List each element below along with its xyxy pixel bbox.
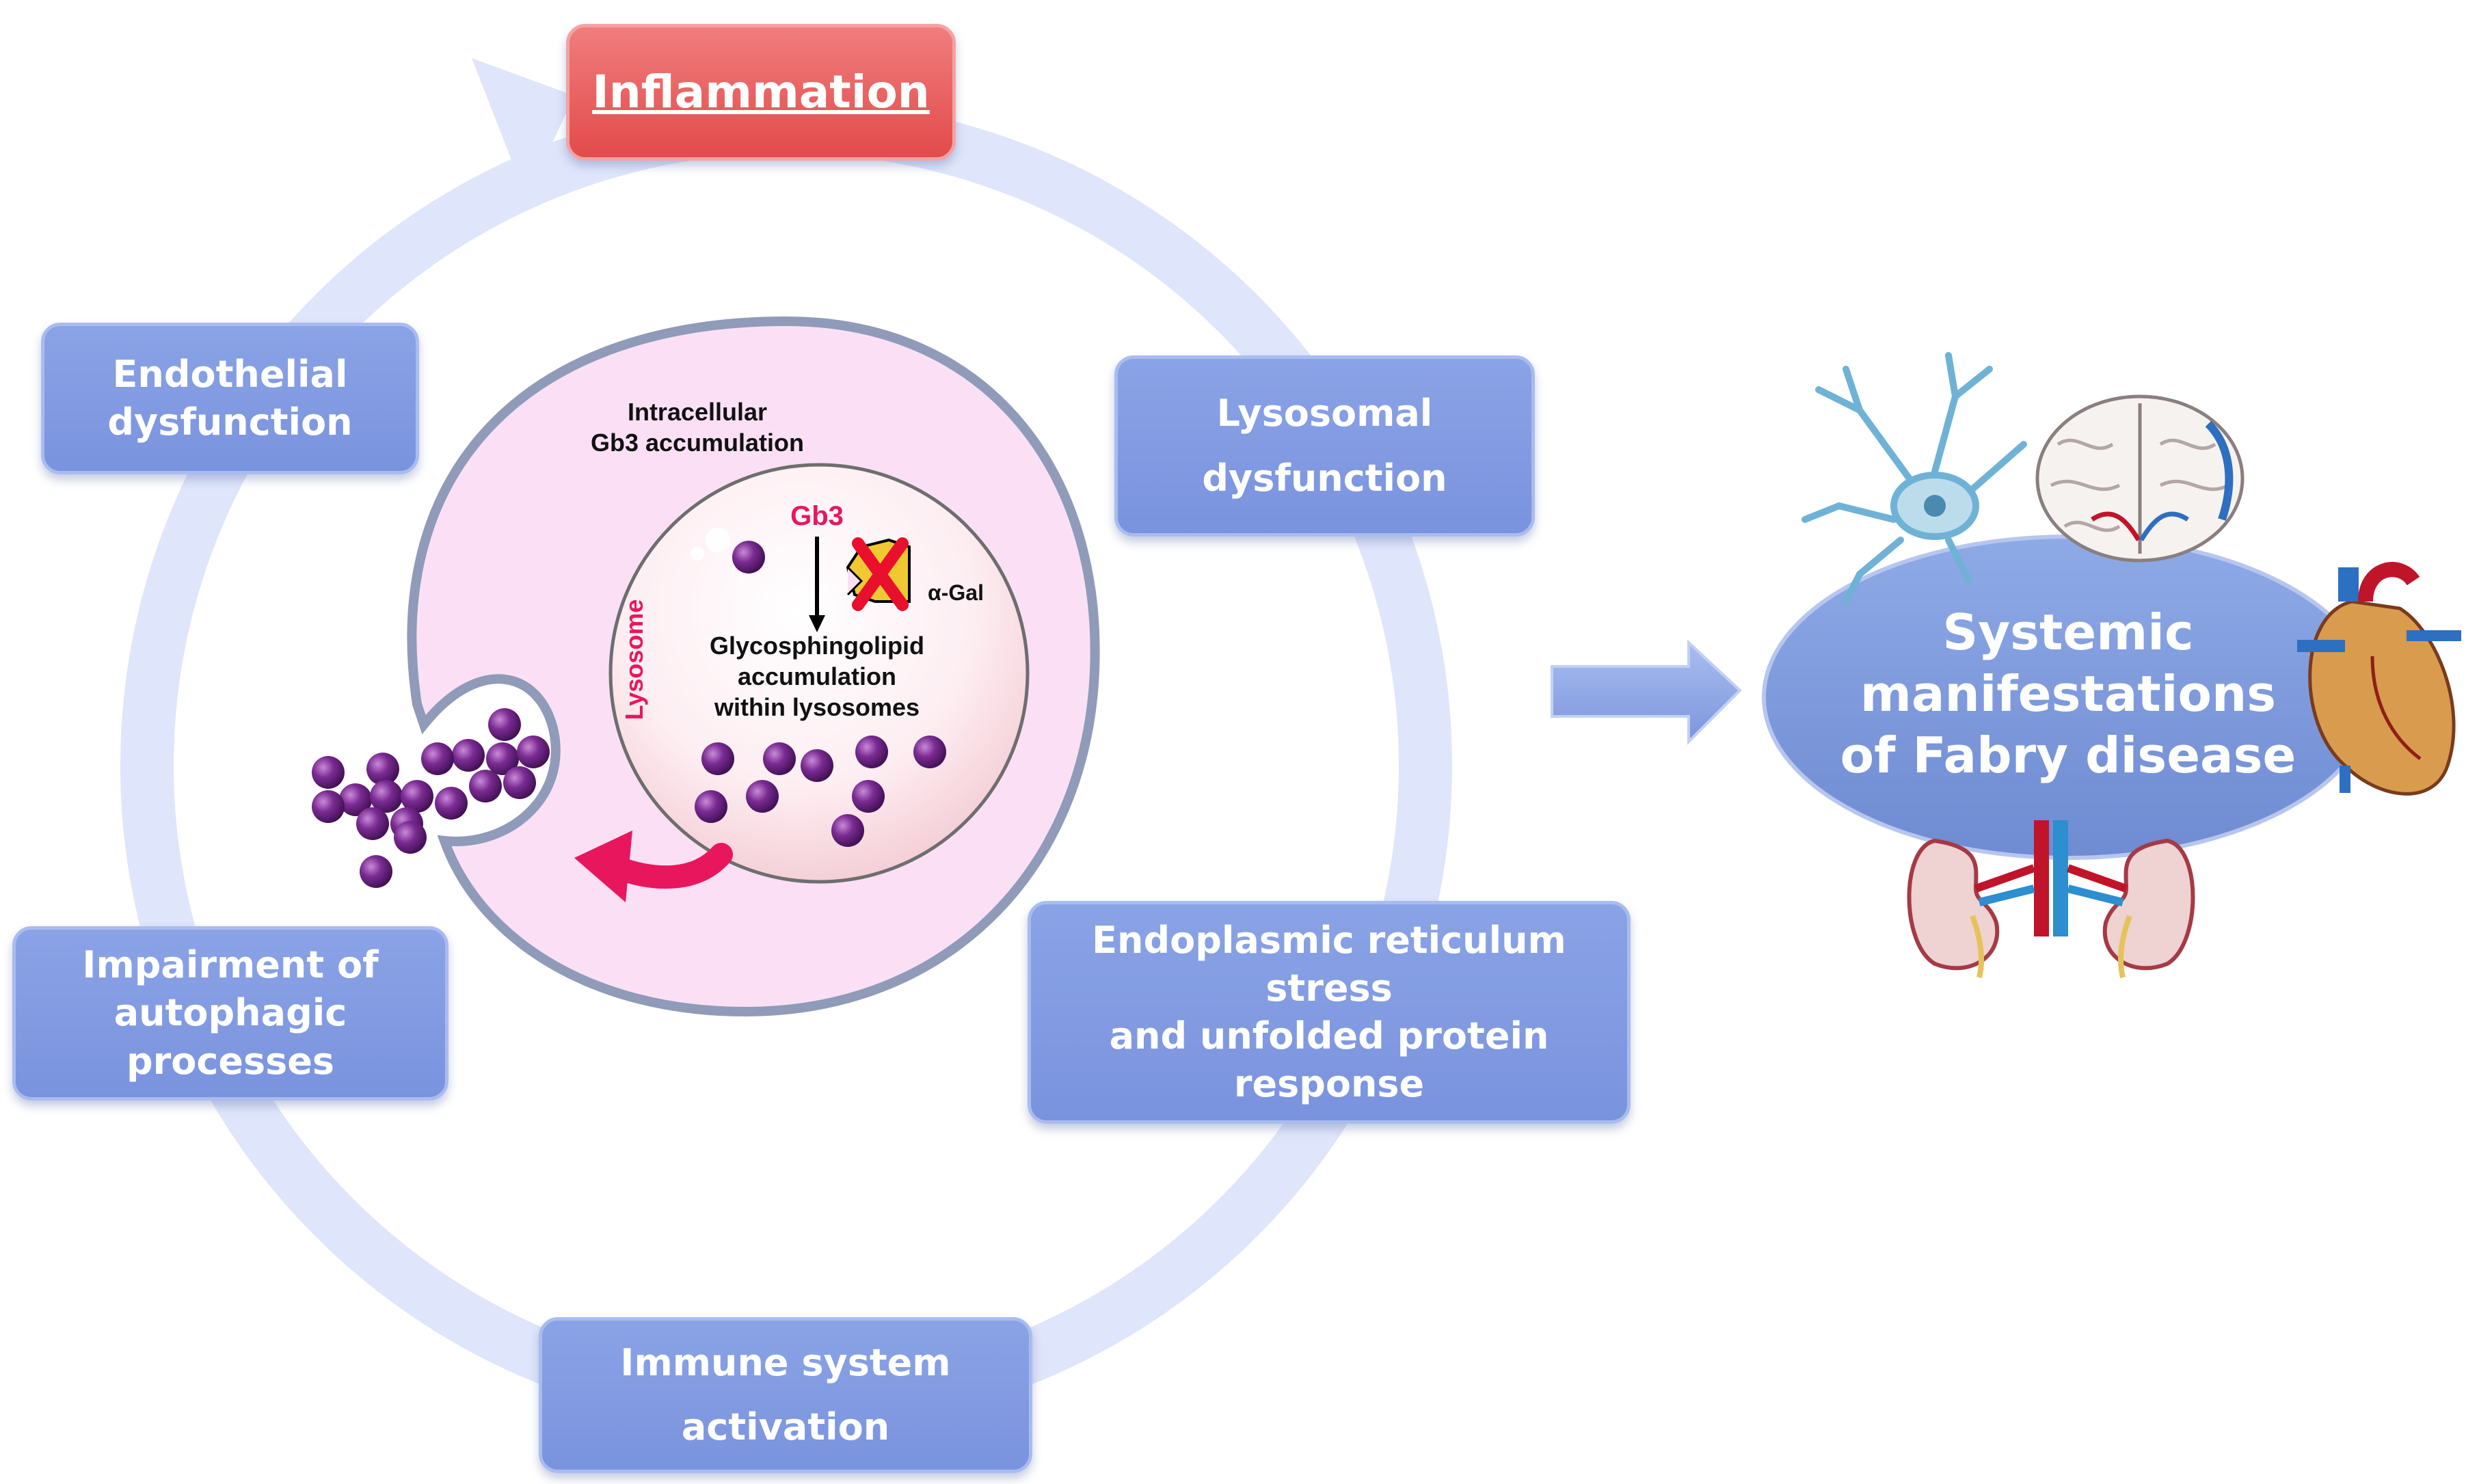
systemic-line-3: of Fabry disease [1840,727,2296,784]
endothelial-line-2: dysfunction [107,401,353,444]
cell-title-line-1: Intracellular [628,398,767,426]
endothelial-line-1: Endothelial [112,352,348,396]
gb3-particle [732,541,765,574]
gb3-particle [401,780,433,813]
gb3-particle [312,756,345,789]
systemic-manifestations-label: Systemic manifestations of Fabry disease [1767,543,2369,844]
gb3-particles [312,541,946,888]
gb3-particle [486,742,519,775]
kidneys-icon [1907,820,2195,978]
heart-icon [2297,562,2461,796]
immune-activation-box: Immune system activation [539,1317,1032,1473]
gb3-particle [421,742,454,775]
gb3-particle [746,780,779,813]
inflammation-box: Inflammation [566,24,956,161]
gb3-particle [695,790,727,823]
gb3-particle [503,766,536,799]
autophagy-box: Impairment of autophagic processes [12,926,448,1101]
gb3-label: Gb3 [790,501,844,531]
gb3-particle [360,855,392,888]
er-stress-line-1: Endoplasmic reticulum stress [1092,918,1566,1010]
enzyme-label: α-Gal [928,580,984,605]
gb3-particle [488,708,521,741]
conversion-arrowhead [809,615,825,632]
systemic-line-1: Systemic [1942,604,2194,661]
er-stress-line-2: and unfolded protein response [1109,1014,1549,1106]
brain-icon [2035,394,2244,563]
accumulation-line-1: Glycosphingolipid [710,632,924,660]
gb3-particle [452,739,485,772]
ring-arrowhead [472,58,574,198]
gb3-particle [394,821,427,854]
gb3-particle [356,807,389,840]
gb3-particle [517,736,550,768]
gb3-particle [852,780,885,813]
autophagy-line-2: autophagic processes [113,991,347,1083]
autophagy-line-1: Impairment of [82,943,379,987]
lysosomal-dysfunction-box: Lysosomal dysfunction [1114,355,1535,537]
gb3-particle [831,814,864,847]
gb3-particle [801,749,833,782]
gb3-particle [370,780,403,813]
er-stress-box: Endoplasmic reticulum stress and unfolde… [1028,901,1631,1124]
accumulation-line-3: within lysosomes [714,693,920,721]
gb3-particle [913,736,946,768]
immune-activation-line-2: activation [681,1405,890,1448]
accumulation-line-2: accumulation [738,662,896,690]
gb3-particle [763,742,796,775]
systemic-line-2: manifestations [1860,665,2277,723]
neuron-icon [1801,352,2027,605]
gb3-particle [366,753,399,785]
lysosomal-dysfunction-line-2: dysfunction [1202,456,1447,500]
right-arrow-icon [1551,639,1742,745]
gb3-particle [701,742,734,775]
gb3-particle [312,790,345,823]
exocytosis-arrow-icon [574,831,733,902]
enzyme-icon [846,537,911,611]
lysosome [608,463,1030,884]
inflammation-label: Inflammation [592,66,930,119]
gb3-particle [469,770,502,802]
gb3-particle [339,783,372,816]
endothelial-dysfunction-box: Endothelial dysfunction [41,323,419,474]
lysosome-label: Lysosome [620,599,648,720]
immune-activation-line-1: Immune system [620,1340,951,1384]
gb3-particle [435,787,468,820]
gb3-particle [855,736,888,768]
lysosomal-dysfunction-line-1: Lysosomal [1216,392,1433,435]
cell-title-line-2: Gb3 accumulation [591,429,804,457]
